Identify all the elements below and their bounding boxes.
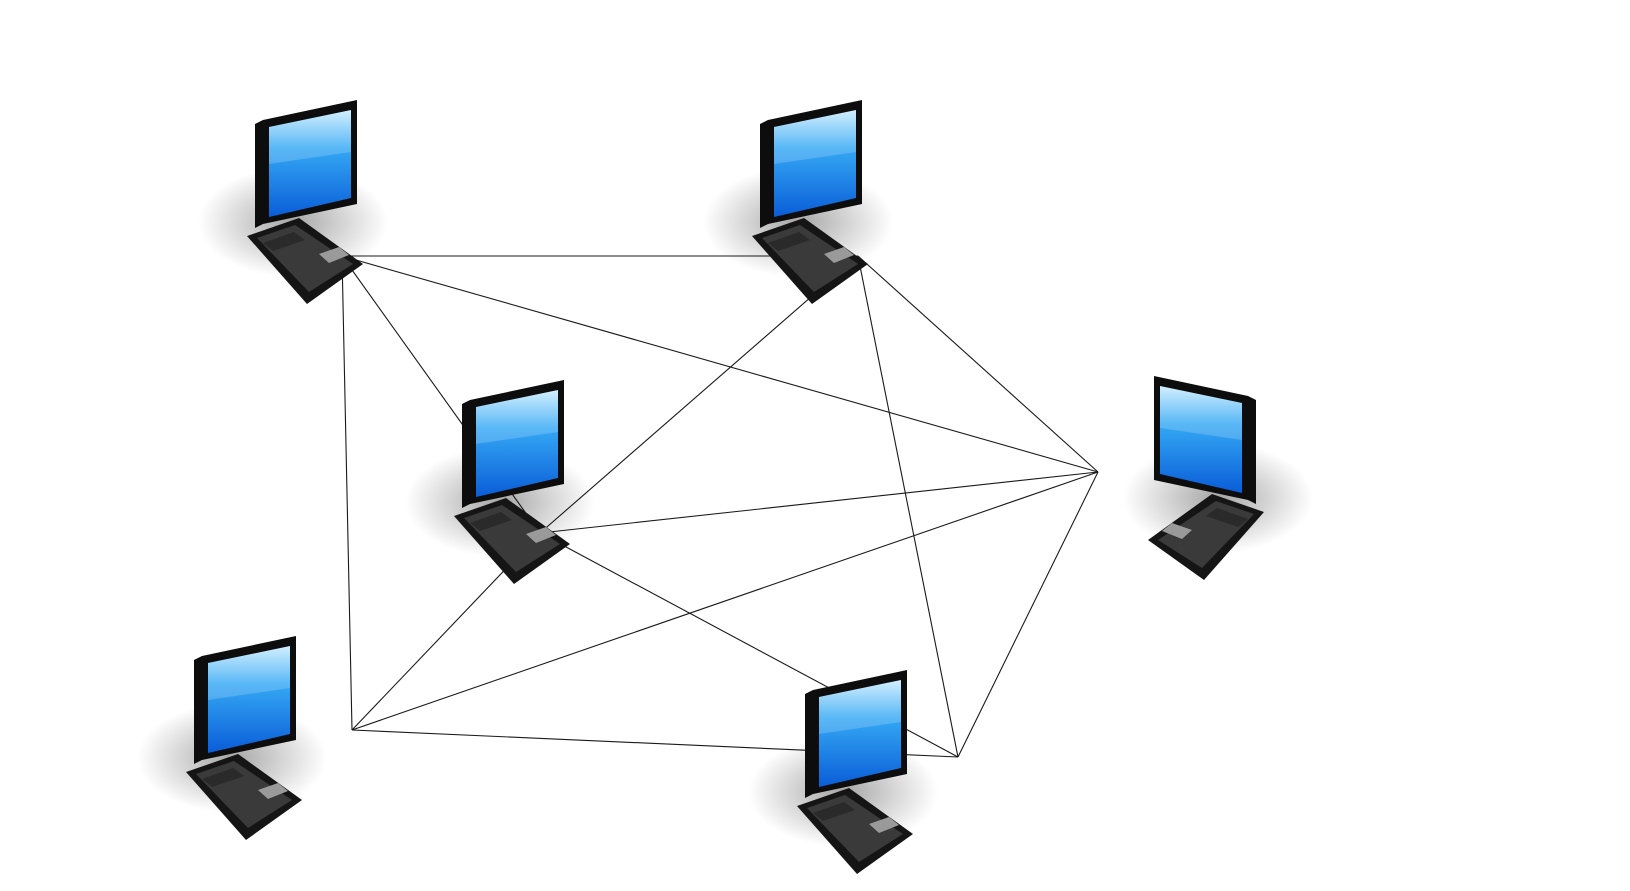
laptop-icon xyxy=(1123,376,1313,580)
laptop-icon xyxy=(703,100,893,304)
link-laptop-top-middle-to-laptop-right xyxy=(857,255,1099,473)
link-laptop-center-to-laptop-right xyxy=(539,471,1099,534)
laptop-icon xyxy=(748,670,938,874)
laptop-right xyxy=(1123,376,1313,580)
laptop-bottom-middle xyxy=(748,670,938,874)
link-laptop-top-middle-to-laptop-bottom-middle xyxy=(857,255,959,758)
laptop-center xyxy=(405,380,595,584)
laptop-icon xyxy=(405,380,595,584)
link-laptop-top-middle-to-laptop-center xyxy=(539,255,859,534)
laptop-top-left xyxy=(198,100,388,304)
laptop-icon xyxy=(198,100,388,304)
link-laptop-top-left-to-laptop-right xyxy=(341,255,1099,473)
nodes-layer xyxy=(137,100,1313,874)
link-laptop-top-left-to-laptop-bottom-left xyxy=(341,255,353,731)
link-laptop-right-to-laptop-bottom-middle xyxy=(957,471,1099,758)
laptop-bottom-left xyxy=(137,636,327,840)
link-laptop-right-to-laptop-bottom-left xyxy=(351,471,1099,731)
laptop-icon xyxy=(137,636,327,840)
laptop-top-middle xyxy=(703,100,893,304)
